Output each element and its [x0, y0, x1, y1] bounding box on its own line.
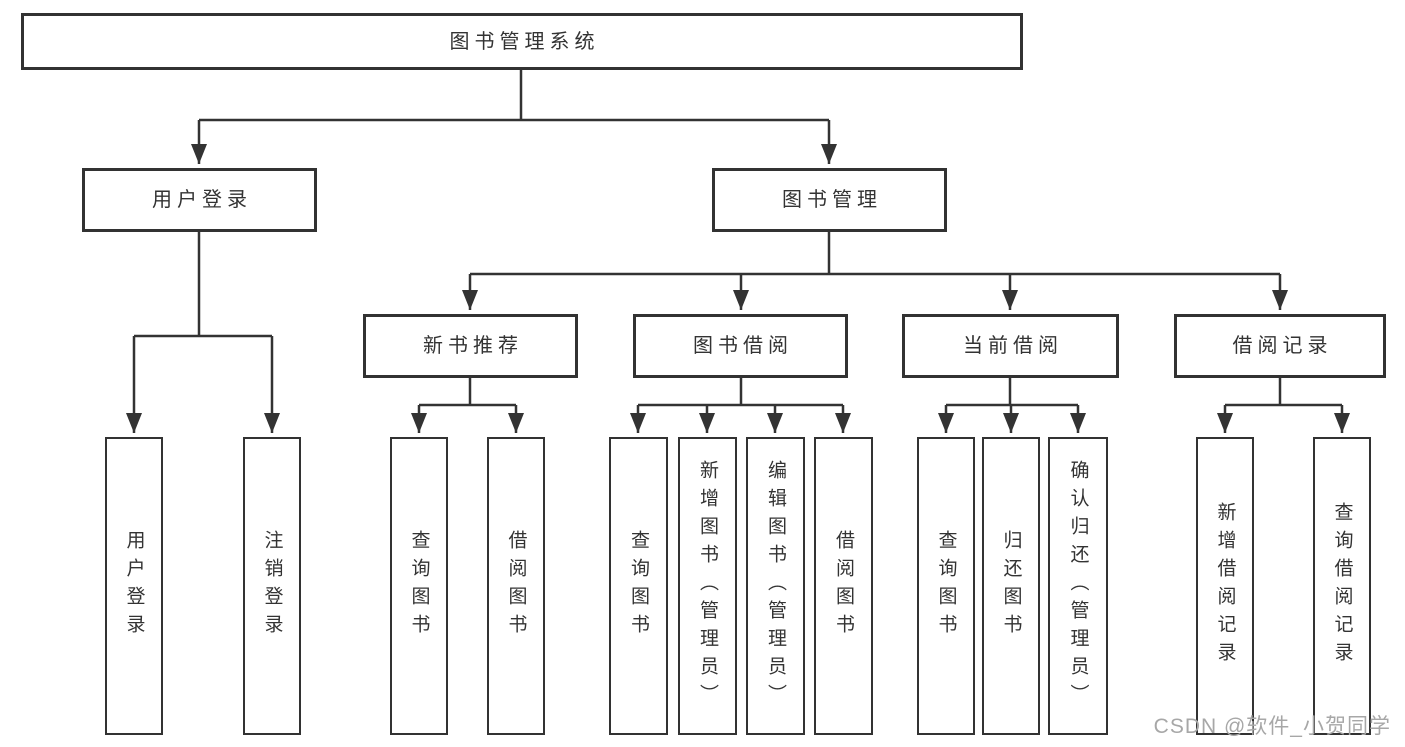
- node-label: 借阅记录: [1232, 335, 1333, 357]
- node-add-book-admin: 新增图书（管理员）: [678, 437, 737, 735]
- node-label: 注销登录: [261, 530, 283, 642]
- node-label: 确认归还（管理员）: [1067, 460, 1089, 712]
- node-logout: 注销登录: [243, 437, 301, 735]
- node-add-borrow-record: 新增借阅记录: [1196, 437, 1254, 735]
- node-book-management: 图书管理: [712, 168, 947, 232]
- node-user-login-leaf: 用户登录: [105, 437, 163, 735]
- node-confirm-return-admin: 确认归还（管理员）: [1048, 437, 1108, 735]
- node-current-borrow: 当前借阅: [902, 314, 1119, 378]
- node-user-login: 用户登录: [82, 168, 317, 232]
- node-query-borrow-record: 查询借阅记录: [1313, 437, 1371, 735]
- node-borrow-books-recommend: 借阅图书: [487, 437, 545, 735]
- node-root: 图书管理系统: [21, 13, 1023, 70]
- node-label: 查询图书: [408, 530, 430, 642]
- node-return-book: 归还图书: [982, 437, 1040, 735]
- node-query-books-recommend: 查询图书: [390, 437, 448, 735]
- node-label: 新增借阅记录: [1214, 502, 1236, 670]
- watermark: CSDN @软件_小贺同学: [1153, 715, 1391, 738]
- node-label: 查询图书: [935, 530, 957, 642]
- node-label: 查询图书: [628, 530, 649, 642]
- node-label: 用户登录: [123, 530, 145, 642]
- node-borrow-records: 借阅记录: [1174, 314, 1386, 378]
- node-label: 归还图书: [1000, 530, 1022, 642]
- node-label: 图书借阅: [693, 335, 793, 357]
- node-borrow-books: 借阅图书: [814, 437, 873, 735]
- node-label: 新书推荐: [423, 335, 523, 357]
- node-book-borrow: 图书借阅: [633, 314, 848, 378]
- node-label: 编辑图书（管理员）: [765, 460, 786, 712]
- node-label: 当前借阅: [963, 335, 1063, 357]
- node-label: 图书管理: [782, 189, 882, 211]
- node-edit-book-admin: 编辑图书（管理员）: [746, 437, 805, 735]
- node-label: 用户登录: [152, 189, 252, 211]
- node-label: 新增图书（管理员）: [697, 460, 718, 712]
- node-label: 查询借阅记录: [1331, 502, 1353, 670]
- node-label: 借阅图书: [505, 530, 527, 642]
- node-query-books-current: 查询图书: [917, 437, 975, 735]
- node-label: 图书管理系统: [449, 30, 600, 53]
- node-label: 借阅图书: [833, 530, 854, 642]
- node-query-books-borrow: 查询图书: [609, 437, 668, 735]
- node-new-book-recommend: 新书推荐: [363, 314, 578, 378]
